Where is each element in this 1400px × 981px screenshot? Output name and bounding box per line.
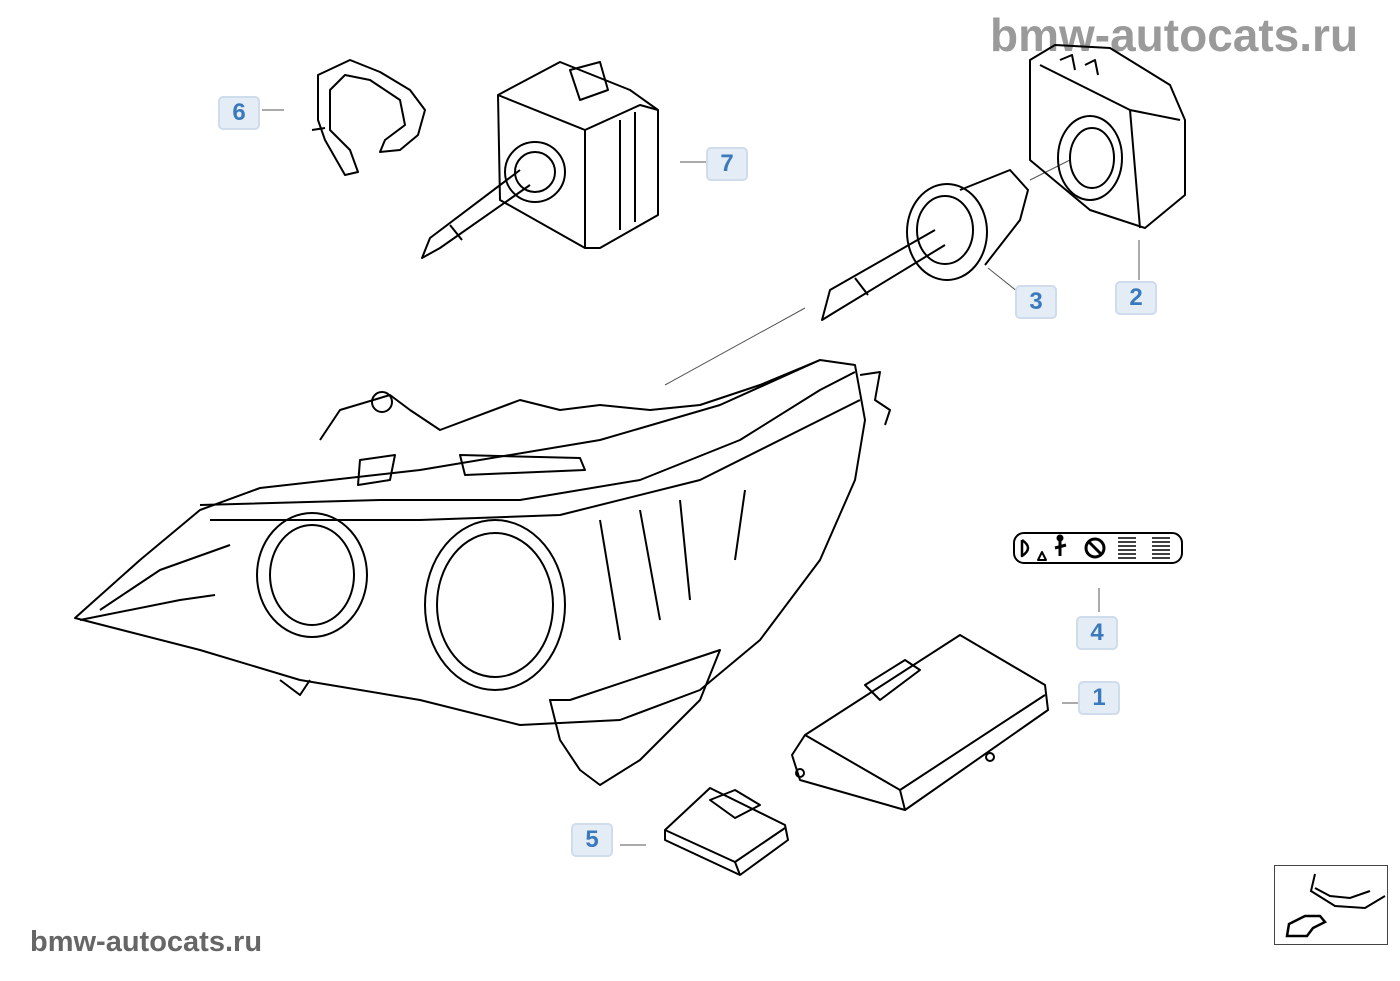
headlight-assembly	[74, 359, 891, 786]
callout-1[interactable]: 1	[1078, 681, 1120, 715]
callout-5[interactable]: 5	[571, 823, 613, 857]
vehicle-position-thumbnail[interactable]	[1274, 865, 1388, 945]
clip-part-6	[311, 59, 426, 176]
leader-lines	[262, 109, 1140, 846]
callout-7[interactable]: 7	[706, 147, 748, 181]
control-unit-part-1	[791, 634, 1049, 811]
module-part-5	[664, 787, 789, 876]
callout-3[interactable]: 3	[1015, 285, 1057, 319]
callout-4[interactable]: 4	[1076, 616, 1118, 650]
watermark-bottom: bmw-autocats.ru	[30, 926, 263, 958]
car-front-arrow-icon	[1285, 873, 1386, 938]
warning-label-part-4	[1013, 532, 1183, 564]
callout-2[interactable]: 2	[1115, 281, 1157, 315]
socket-part-2	[1029, 44, 1186, 229]
bulb-part-3	[821, 169, 1029, 321]
bulb-ignitor-part-7	[421, 61, 659, 259]
callout-6[interactable]: 6	[218, 96, 260, 130]
watermark-top: bmw-autocats.ru	[990, 9, 1359, 61]
